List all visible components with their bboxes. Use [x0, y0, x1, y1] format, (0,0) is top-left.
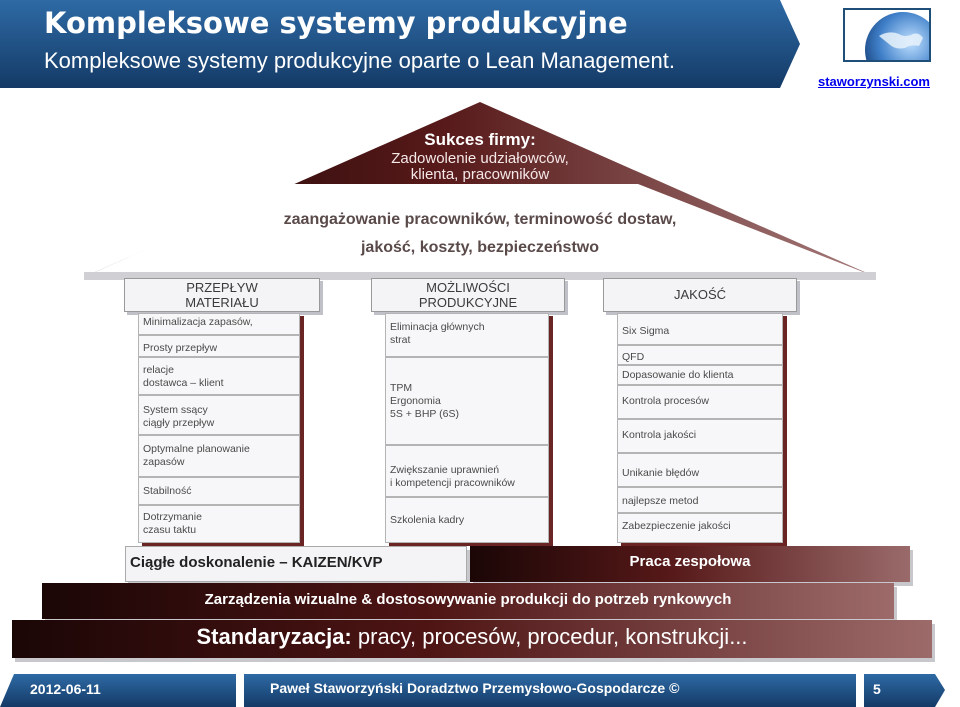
pillar-cell: Prosty przepływ: [138, 335, 300, 357]
slide-title: Kompleksowe systemy produkcyjne: [44, 6, 628, 40]
pillar-cell: Szkolenia kadry: [385, 497, 549, 543]
pillar-cell: Dopasowanie do klienta: [617, 365, 783, 385]
pillar-cell: System ssący ciągły przepływ: [138, 395, 300, 435]
pillar-cell: Zwiększanie uprawnień i kompetencji prac…: [385, 445, 549, 497]
standardization-label: Standaryzacja:: [196, 624, 352, 649]
cell-text: System ssący: [143, 404, 208, 416]
cell-text: Zabezpieczenie jakości: [622, 520, 731, 532]
cell-text: czasu taktu: [143, 524, 197, 536]
pillar-header-production-capability: MOŻLIWOŚCI PRODUKCYJNE: [371, 278, 565, 312]
pillar-cell: Kontrola jakości: [617, 419, 783, 453]
cell-text: zapasów: [143, 456, 185, 468]
pillar-cell: Eliminacja głównych strat: [385, 313, 549, 357]
pillar-cell: TPM Ergonomia 5S + BHP (6S): [385, 357, 549, 445]
pillar-cell: QFD: [617, 345, 783, 365]
roof: [84, 102, 876, 280]
roof-text-line: Zadowolenie udziałowców,: [391, 150, 569, 167]
pillar-cell: najlepsze metod: [617, 487, 783, 513]
cell-text: dostawca – klient: [143, 377, 224, 389]
pillar-cell: Six Sigma: [617, 313, 783, 345]
cell-text: Dopasowanie do klienta: [622, 369, 734, 381]
teamwork-band: Praca zespołowa: [470, 546, 910, 582]
cell-text: Szkolenia kadry: [390, 514, 465, 526]
cell-text: Kontrola procesów: [622, 395, 709, 407]
roof-goals-line: jakość, koszty, bezpieczeństwo: [360, 239, 599, 256]
cell-text: Zwiększanie uprawnień: [390, 464, 500, 476]
roof-heading: Sukces firmy:: [424, 130, 536, 149]
pillar-cell: Zabezpieczenie jakości: [617, 513, 783, 543]
footer-bar: [0, 674, 945, 707]
cell-text: i kompetencji pracowników: [390, 477, 515, 489]
pillar-header-line: PRZEPŁYW: [186, 280, 258, 295]
pillar-header-line: PRODUKCYJNE: [418, 295, 518, 310]
roof-goals-line: zaangażowanie pracowników, terminowość d…: [283, 211, 677, 228]
standardization-text: pracy, procesów, procedur, konstrukcji..…: [351, 624, 748, 649]
pillar-cell: relacje dostawca – klient: [138, 357, 300, 395]
kaizen-band: Ciągłe doskonalenie – KAIZEN/KVP: [125, 546, 467, 582]
footer-date: 2012-06-11: [30, 681, 101, 697]
cell-text: Ergonomia: [390, 395, 441, 407]
cell-text: Prosty przepływ: [143, 342, 218, 354]
standardization-band: Standaryzacja: pracy, procesów, procedur…: [12, 620, 932, 658]
cell-text: 5S + BHP (6S): [390, 408, 459, 420]
cell-text: strat: [390, 334, 411, 346]
slide-subtitle: Kompleksowe systemy produkcyjne oparte o…: [44, 48, 676, 73]
cell-text: Eliminacja głównych: [390, 321, 485, 333]
cell-text: Dotrzymanie: [143, 511, 202, 523]
cell-text: ciągły przepływ: [143, 417, 215, 429]
pillar-cell: Kontrola procesów: [617, 385, 783, 419]
globe-logo-icon: [843, 8, 931, 62]
pillar-header-line: MOŻLIWOŚCI: [426, 280, 510, 295]
pillar-header-line: JAKOŚĆ: [673, 287, 726, 302]
pillar-cell: Dotrzymanie czasu taktu: [138, 505, 300, 543]
header-bar: [0, 0, 800, 88]
pillar-cell: Unikanie błędów: [617, 453, 783, 487]
cell-text: najlepsze metod: [622, 495, 699, 507]
pillar-header-quality: JAKOŚĆ: [603, 278, 797, 312]
cell-text: Stabilność: [143, 485, 192, 497]
cell-text: QFD: [622, 351, 645, 363]
roof-text-line: klienta, pracowników: [410, 166, 550, 183]
cell-text: Optymalne planowanie: [143, 443, 250, 455]
cell-text: relacje: [143, 364, 174, 376]
cell-text: Kontrola jakości: [622, 429, 697, 441]
slide-number: 5: [873, 681, 881, 697]
pillar-header-line: MATERIAŁU: [185, 295, 259, 310]
pillar-cell: Minimalizacja zapasów,: [138, 313, 300, 335]
cell-text: Minimalizacja zapasów,: [143, 316, 253, 328]
cell-text: Six Sigma: [622, 325, 670, 337]
pillar-cell: Stabilność: [138, 477, 300, 505]
cell-text: Unikanie błędów: [622, 467, 700, 479]
pillar-cell: Optymalne planowanie zapasów: [138, 435, 300, 477]
visual-management-band: Zarządzenia wizualne & dostosowywanie pr…: [42, 583, 894, 619]
pillar-header-material-flow: PRZEPŁYW MATERIAŁU: [124, 278, 320, 312]
footer-author: Paweł Staworzyński Doradztwo Przemysłowo…: [270, 680, 680, 696]
website-link[interactable]: staworzynski.com: [818, 74, 930, 89]
cell-text: TPM: [390, 382, 413, 394]
